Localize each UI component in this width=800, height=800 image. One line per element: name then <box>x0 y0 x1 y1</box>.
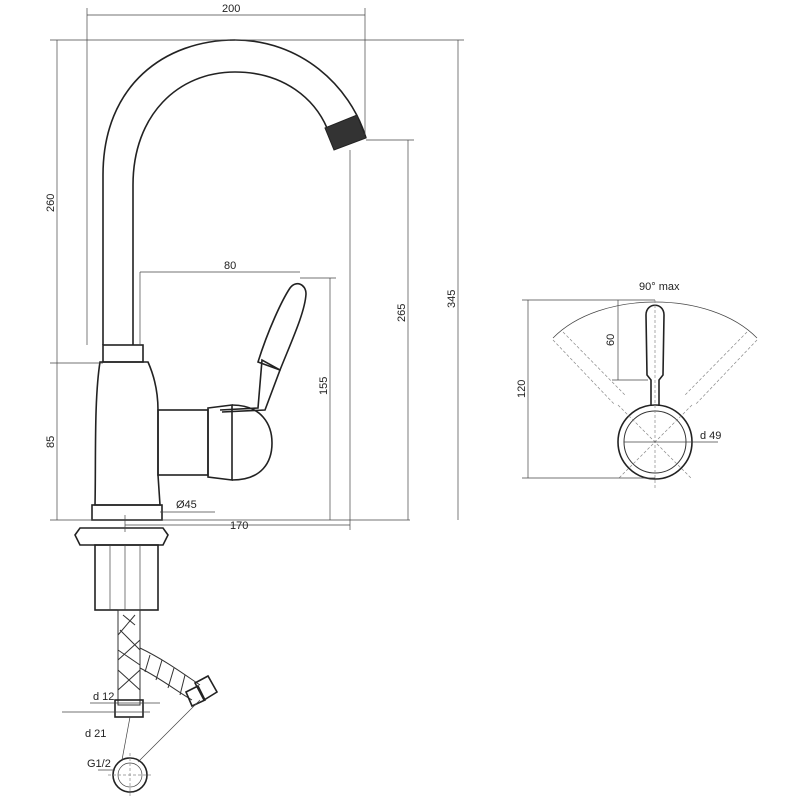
dim-base-diameter: Ø45 <box>176 499 197 511</box>
dim-thread: G1/2 <box>87 758 111 770</box>
dimension-labels: 200 260 85 80 155 265 345 Ø45 170 d 12 d… <box>45 3 458 770</box>
body <box>94 361 161 506</box>
base <box>91 504 163 521</box>
hose-bent-nut <box>184 674 219 708</box>
dimension-lines <box>50 8 464 771</box>
side-view <box>74 39 367 797</box>
dim-200: 200 <box>222 3 240 15</box>
cartridge <box>157 409 209 476</box>
spout <box>102 39 367 345</box>
dim-120: 120 <box>516 380 528 398</box>
handle-base <box>207 404 233 481</box>
hose-nut <box>114 699 144 718</box>
dim-60: 60 <box>605 334 617 346</box>
dim-80: 80 <box>224 260 236 272</box>
dim-85: 85 <box>45 436 57 448</box>
leader-line <box>121 716 131 761</box>
hose-straight <box>117 609 141 706</box>
dim-d21: d 21 <box>85 728 106 740</box>
dim-d12: d 12 <box>93 691 114 703</box>
dim-345: 345 <box>446 290 458 308</box>
handle-cap <box>231 404 273 481</box>
leader-line <box>137 699 201 763</box>
dim-d49: d 49 <box>700 430 721 442</box>
mounting-flange <box>74 527 169 546</box>
spout-nozzle <box>324 114 367 151</box>
spout-inner <box>132 71 328 345</box>
hose-braid <box>117 614 141 691</box>
dim-170: 170 <box>230 520 248 532</box>
lever-arm <box>219 358 281 413</box>
dim-260: 260 <box>45 194 57 212</box>
dim-155: 155 <box>318 377 330 395</box>
mounting-nut <box>94 544 159 611</box>
hose-bent-braid <box>144 654 186 696</box>
body-collar <box>102 344 144 363</box>
hose-bent <box>139 647 201 701</box>
lever-handle <box>257 282 307 372</box>
dim-265: 265 <box>396 304 408 322</box>
top-view: 90° max 60 120 d 49 <box>516 281 758 490</box>
dim-rotation: 90° max <box>639 281 680 293</box>
